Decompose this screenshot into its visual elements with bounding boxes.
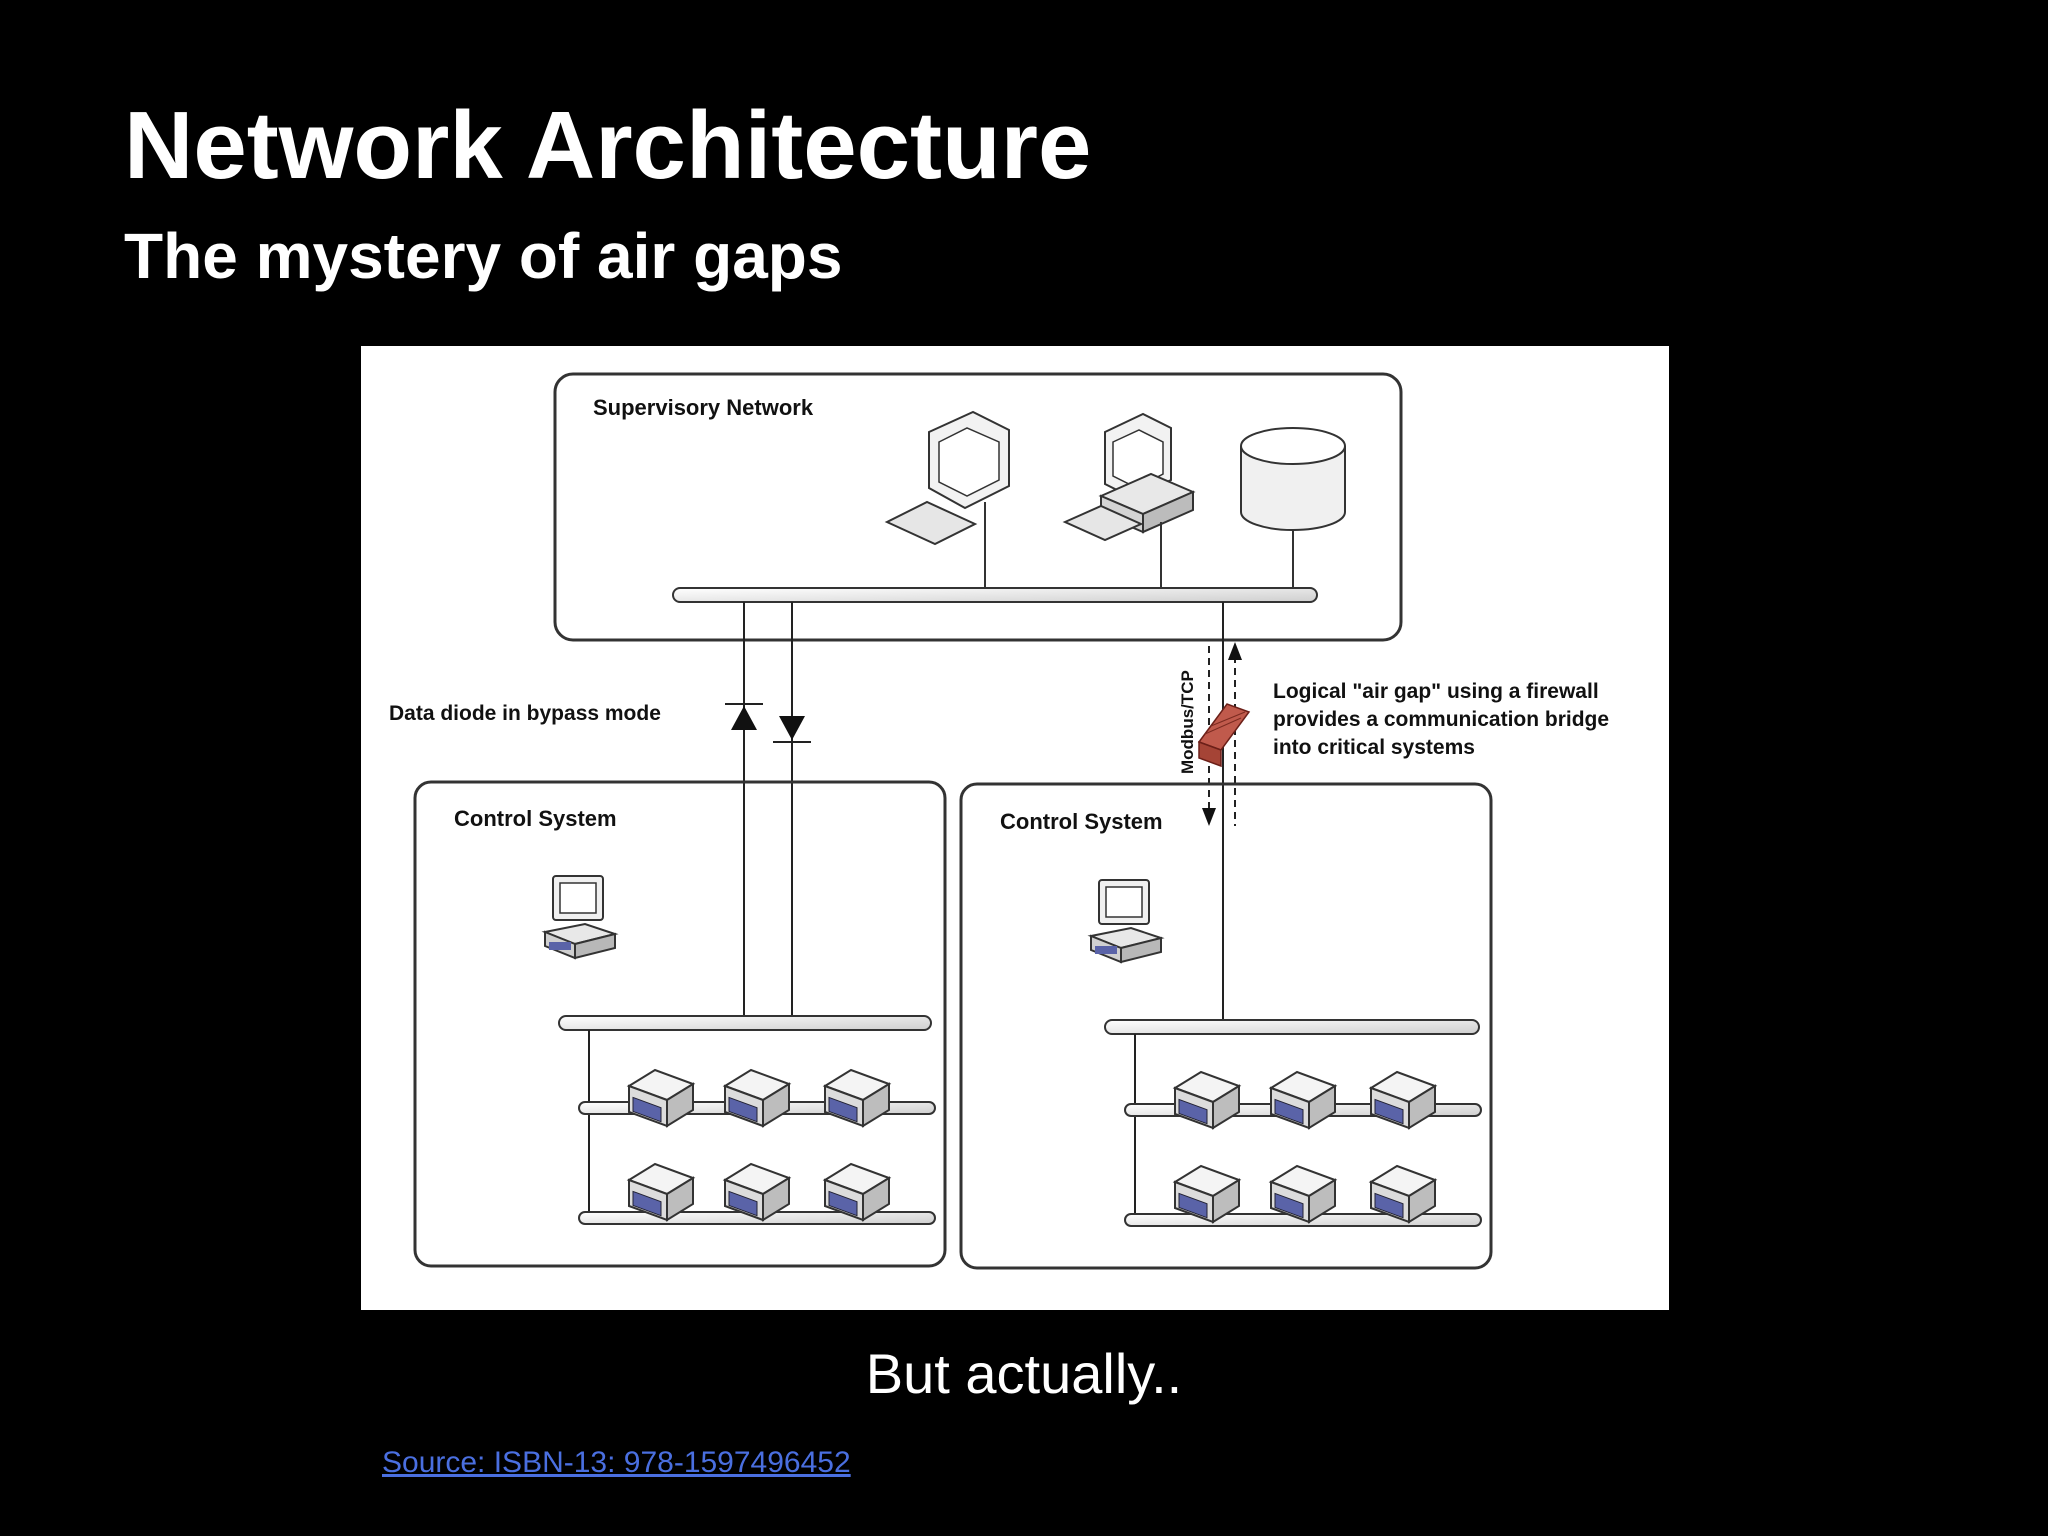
plc-icon: [628, 1069, 694, 1127]
firewall-note-line: Logical "air gap" using a firewall: [1273, 680, 1599, 703]
slide-title: Network Architecture: [124, 92, 1092, 199]
desktop-computer-icon: [1062, 412, 1196, 588]
monitor-icon: [884, 410, 1010, 588]
plc-icon: [724, 1069, 790, 1127]
control-bus-right: [1104, 1019, 1480, 1035]
firewall-icon: [1197, 703, 1251, 768]
source-link[interactable]: Source: ISBN-13: 978-1597496452: [382, 1446, 851, 1479]
supervisory-bus: [672, 587, 1318, 603]
plc-icon: [1270, 1071, 1336, 1129]
slide-caption: But actually..: [865, 1342, 1183, 1405]
control-bus-left: [558, 1015, 932, 1031]
workstation-icon: [1090, 879, 1162, 963]
supervisory-label: Supervisory Network: [593, 395, 814, 420]
data-diode-icon: [725, 703, 811, 743]
workstation-icon: [544, 875, 616, 959]
control-system-right-label: Control System: [1000, 809, 1163, 834]
database-icon: [1240, 427, 1346, 588]
firewall-note-line: into critical systems: [1273, 736, 1475, 759]
network-diagram: Supervisory Network Data diode in bypass…: [361, 346, 1669, 1310]
supervisory-network-box: [553, 372, 1403, 642]
firewall-note: Logical "air gap" using a firewall provi…: [1273, 680, 1615, 759]
diode-label: Data diode in bypass mode: [389, 702, 661, 725]
control-system-left-label: Control System: [454, 806, 617, 831]
plc-icon: [1174, 1071, 1240, 1129]
slide-subtitle: The mystery of air gaps: [124, 220, 843, 292]
protocol-label: Modbus/TCP: [1178, 670, 1197, 774]
plc-icon: [1370, 1071, 1436, 1129]
firewall-note-line: provides a communication bridge: [1273, 708, 1609, 731]
control-system-left-box: [413, 780, 947, 1268]
control-system-right-box: [959, 782, 1493, 1270]
plc-icon: [824, 1069, 890, 1127]
